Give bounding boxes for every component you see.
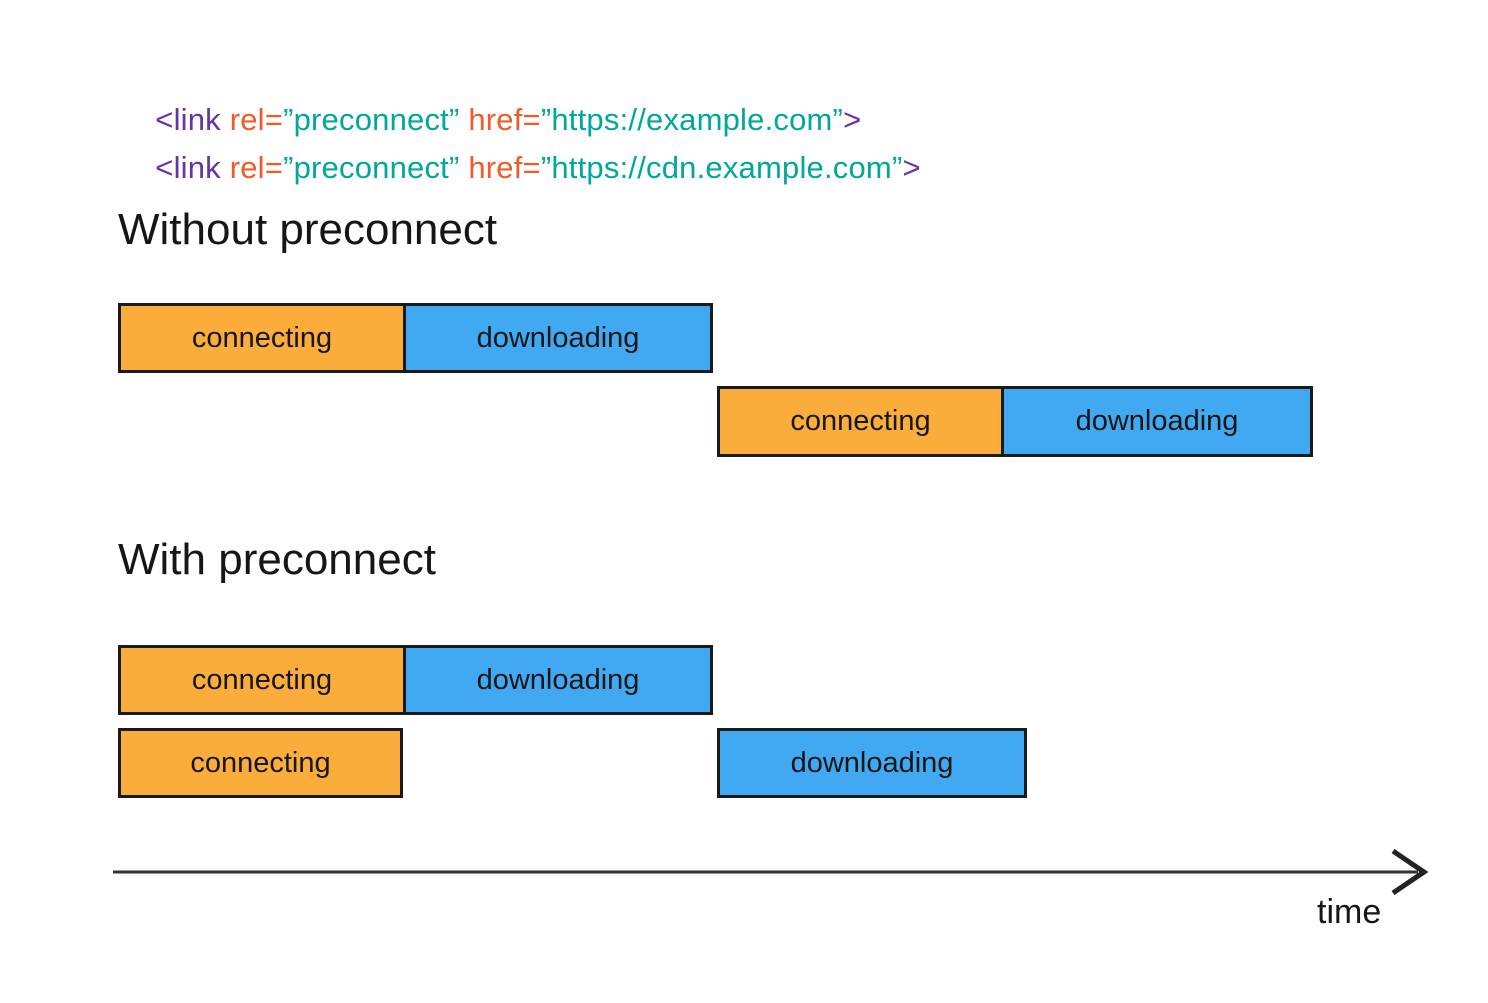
time-axis <box>113 848 1429 896</box>
code-attr-href: href= <box>468 102 541 137</box>
arrow-right-icon <box>1391 848 1429 896</box>
bar-downloading: downloading <box>403 648 710 712</box>
timeline-bar-request1-without: connecting downloading <box>118 303 713 373</box>
bar-downloading: downloading <box>1001 389 1310 454</box>
code-line-2: <link rel=”preconnect” href=”https://cdn… <box>120 114 921 222</box>
timeline-bar-request2-without: connecting downloading <box>717 386 1313 457</box>
code-attr-rel: rel= <box>229 102 284 137</box>
timeline-bar-request1-with: connecting downloading <box>118 645 713 715</box>
code-attr-href: href= <box>468 150 541 185</box>
time-axis-label: time <box>1317 893 1382 931</box>
bar-downloading: downloading <box>403 306 710 370</box>
code-line-1: <link rel=”preconnect” href=”https://exa… <box>120 66 861 174</box>
bar-connecting: connecting <box>118 728 403 798</box>
bar-connecting: connecting <box>121 306 403 370</box>
code-tag-open: <link <box>155 102 230 137</box>
code-href-value: ”https://example.com” <box>540 102 844 137</box>
bar-connecting: connecting <box>720 389 1001 454</box>
section-title-without-preconnect: Without preconnect <box>118 205 498 254</box>
code-href-value: ”https://cdn.example.com” <box>540 150 903 185</box>
code-attr-rel: rel= <box>229 150 284 185</box>
code-tag-close: > <box>902 150 921 185</box>
bar-downloading: downloading <box>717 728 1027 798</box>
code-tag-open: <link <box>155 150 230 185</box>
bar-connecting: connecting <box>121 648 403 712</box>
code-rel-value: ”preconnect” <box>283 102 469 137</box>
code-rel-value: ”preconnect” <box>283 150 469 185</box>
code-tag-close: > <box>843 102 862 137</box>
section-title-with-preconnect: With preconnect <box>118 535 436 584</box>
